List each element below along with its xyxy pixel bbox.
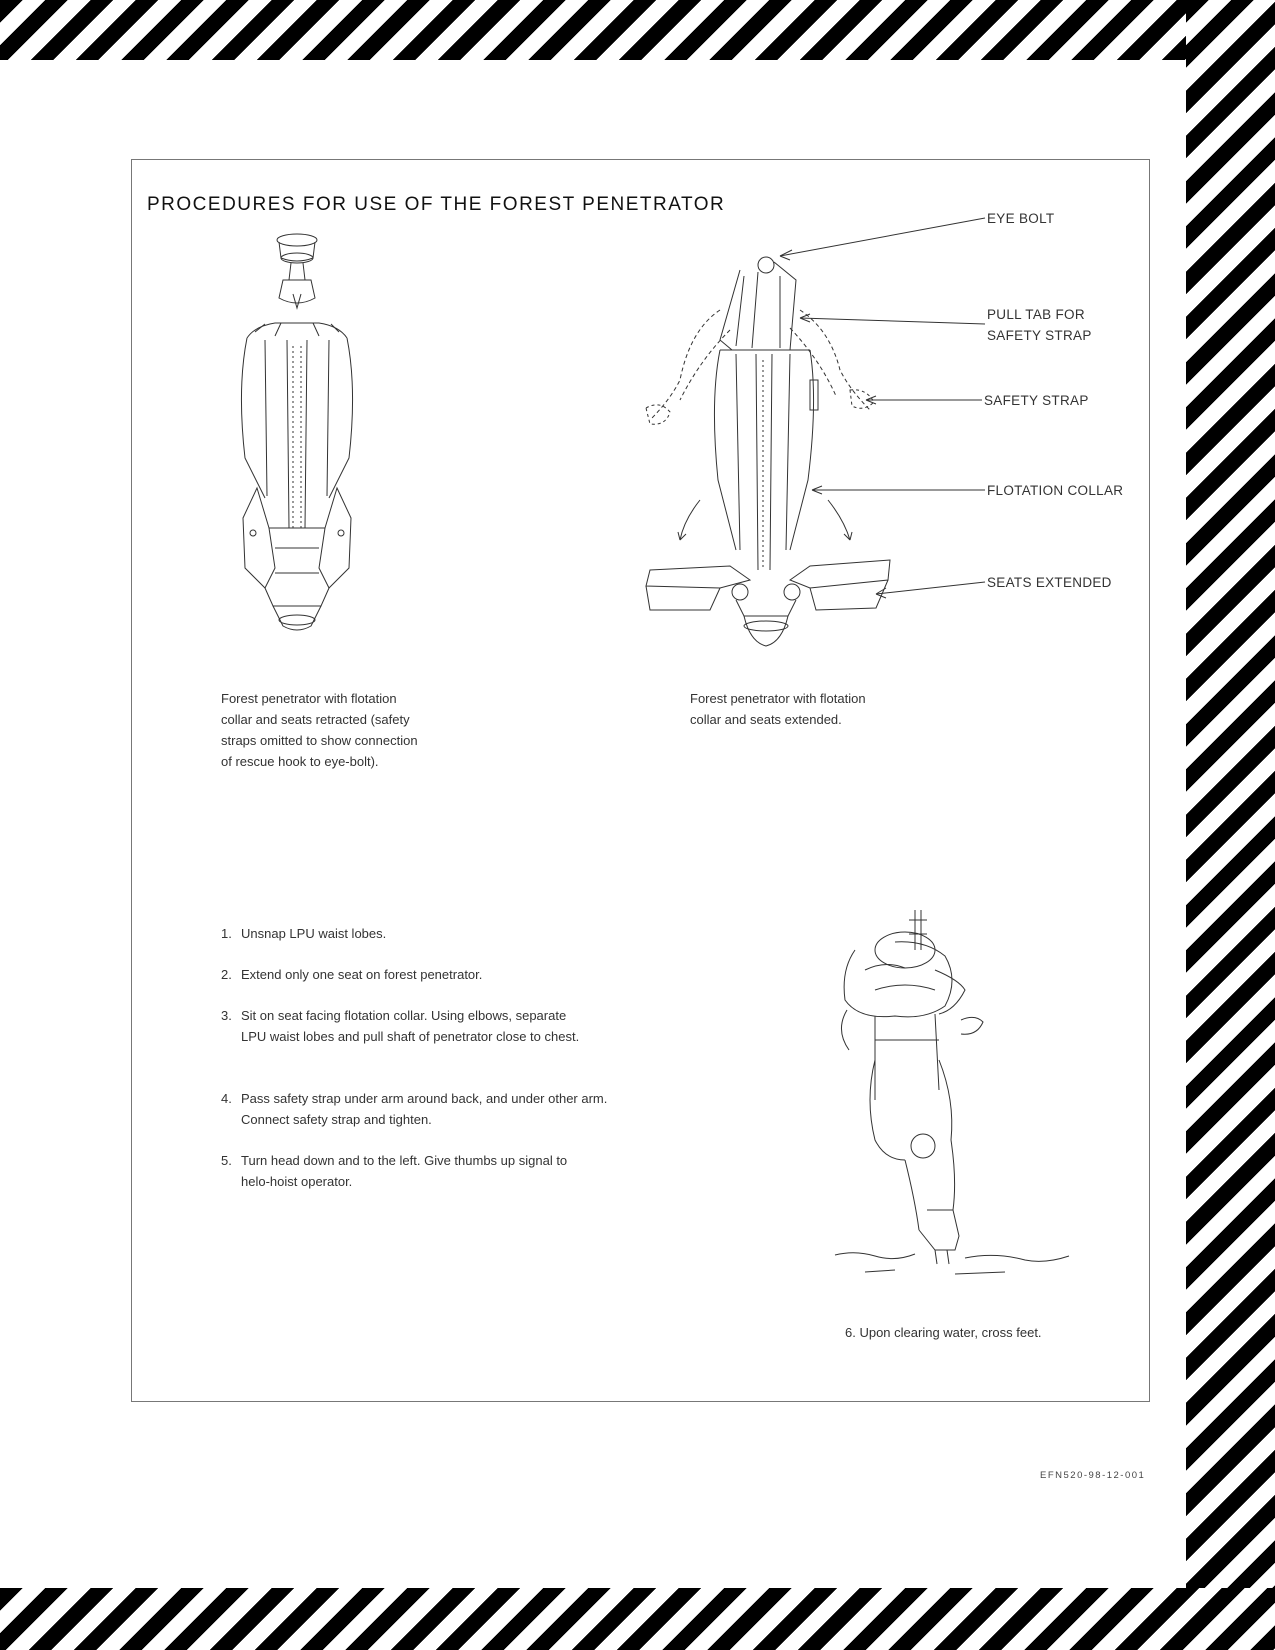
content-frame xyxy=(131,159,1150,1402)
step-text: Turn head down and to the left. Give thu… xyxy=(241,1153,568,1189)
step-number: 4. xyxy=(221,1091,232,1106)
callout-safety-strap: SAFETY STRAP xyxy=(984,393,1089,408)
step-6-caption: 6. Upon clearing water, cross feet. xyxy=(845,1325,1042,1340)
hazard-stripe-right xyxy=(1186,0,1275,1650)
step-text: Pass safety strap under arm around back,… xyxy=(241,1091,608,1127)
caption-extended: Forest penetrator with flotation collar … xyxy=(690,691,866,727)
step-number: 1. xyxy=(221,926,232,941)
step-1: 1. Unsnap LPU waist lobes. xyxy=(221,923,641,944)
penetrator-extended-illustration xyxy=(640,250,890,660)
step-4: 4. Pass safety strap under arm around bac… xyxy=(221,1088,621,1130)
callout-seats-extended: SEATS EXTENDED xyxy=(987,575,1112,590)
step-number: 5. xyxy=(221,1153,232,1168)
step-number: 2. xyxy=(221,967,232,982)
caption-retracted: Forest penetrator with flotation collar … xyxy=(221,691,418,769)
step-5: 5. Turn head down and to the left. Give t… xyxy=(221,1150,591,1192)
document-code: EFN520-98-12-001 xyxy=(1040,1470,1146,1481)
page-background xyxy=(0,60,1186,1588)
step-number: 3. xyxy=(221,1008,232,1023)
step-text: Unsnap LPU waist lobes. xyxy=(241,926,387,941)
step-3: 3. Sit on seat facing flotation collar. U… xyxy=(221,1005,591,1047)
hazard-stripe-top xyxy=(0,0,1275,60)
callout-eye-bolt: EYE BOLT xyxy=(987,211,1055,226)
person-hoist-illustration xyxy=(835,910,1075,1280)
page-title: PROCEDURES FOR USE OF THE FOREST PENETRA… xyxy=(147,194,726,215)
step-text: Extend only one seat on forest penetrato… xyxy=(241,967,483,982)
penetrator-retracted-illustration xyxy=(235,228,365,658)
step-2: 2. Extend only one seat on forest penetra… xyxy=(221,964,641,985)
hazard-stripe-bottom xyxy=(0,1588,1275,1650)
step-text: Sit on seat facing flotation collar. Usi… xyxy=(241,1008,580,1044)
callout-pull-tab: PULL TAB FOR SAFETY STRAP xyxy=(987,307,1092,343)
callout-flotation-collar: FLOTATION COLLAR xyxy=(987,483,1124,498)
